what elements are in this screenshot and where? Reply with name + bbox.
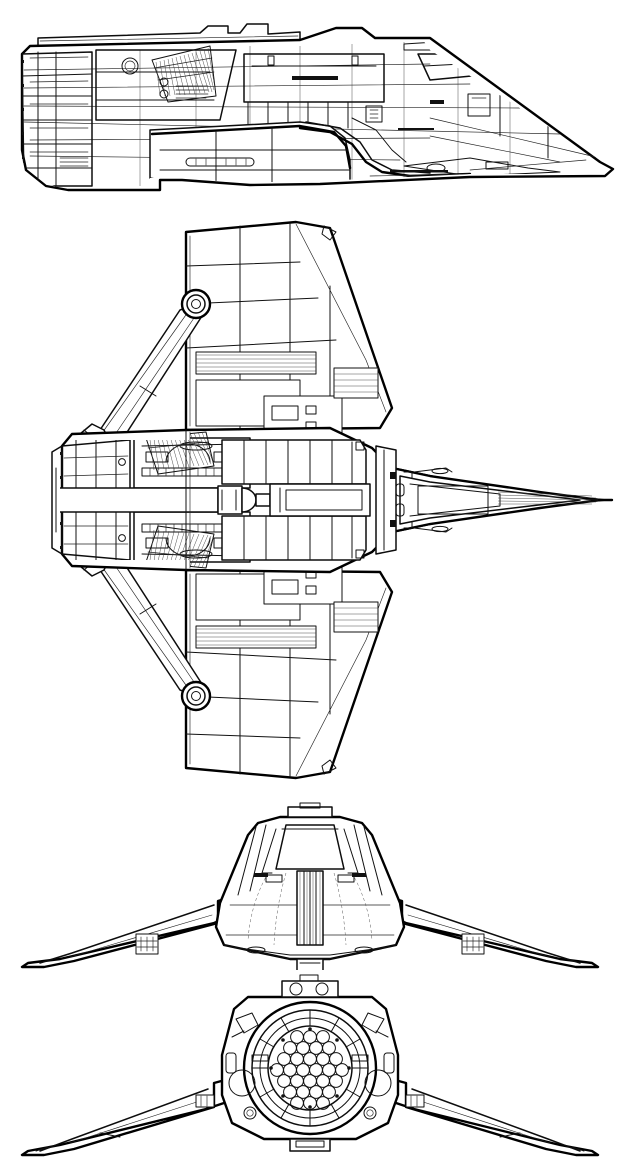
view-side-elevation — [20, 23, 615, 192]
front-canopy — [275, 824, 345, 870]
side-ventral-plate — [390, 128, 587, 177]
view-rear-elevation — [20, 974, 600, 1157]
view-front-elevation — [20, 802, 600, 970]
rear-honeycomb-array — [270, 1030, 349, 1110]
rear-wing-left — [20, 1075, 238, 1157]
rear-wing-right — [382, 1075, 600, 1157]
front-upper-hatches — [254, 873, 366, 883]
rear-aux-ports — [225, 1012, 395, 1120]
front-ventral — [223, 944, 397, 970]
front-wing-right — [380, 893, 600, 969]
plan-nose-bulkhead — [375, 445, 397, 555]
front-center-spine — [296, 870, 324, 946]
plan-pivot-hub-lower[interactable] — [180, 680, 212, 712]
front-wing-root-grille-right — [461, 933, 485, 955]
front-wing-left — [20, 893, 240, 969]
front-wing-root-grille-left — [135, 933, 159, 955]
side-upper-compartment — [95, 49, 237, 121]
plan-fan-grille-upper — [145, 431, 215, 475]
front-dashed-contours — [247, 872, 373, 946]
view-plan — [51, 220, 614, 780]
plan-root-collar — [185, 429, 191, 571]
front-antenna-block — [287, 802, 333, 818]
plan-nose-cone — [390, 466, 602, 534]
plan-actuator-strut-upper — [79, 303, 203, 451]
plan-fan-grille-lower — [145, 525, 215, 569]
plan-spine-core — [60, 483, 371, 517]
plan-ribs-lower — [221, 515, 367, 561]
side-equipment-bay — [243, 53, 385, 123]
side-engine-block — [22, 51, 93, 187]
side-fan-grille — [151, 45, 217, 103]
rear-wing-root-pad-right — [405, 1094, 425, 1108]
plan-tail-edge — [51, 445, 63, 555]
rear-wing-root-pad-left — [195, 1094, 215, 1108]
plan-fuselage-interior — [60, 431, 371, 569]
rear-radial-vanes — [251, 1009, 369, 1127]
plan-pivot-hub-upper[interactable] — [180, 288, 212, 320]
plan-actuator-strut-lower — [79, 549, 203, 697]
rear-dorsal-mount — [281, 974, 339, 998]
plan-ribs-upper — [221, 439, 367, 485]
rear-ventral-block — [289, 1138, 331, 1152]
